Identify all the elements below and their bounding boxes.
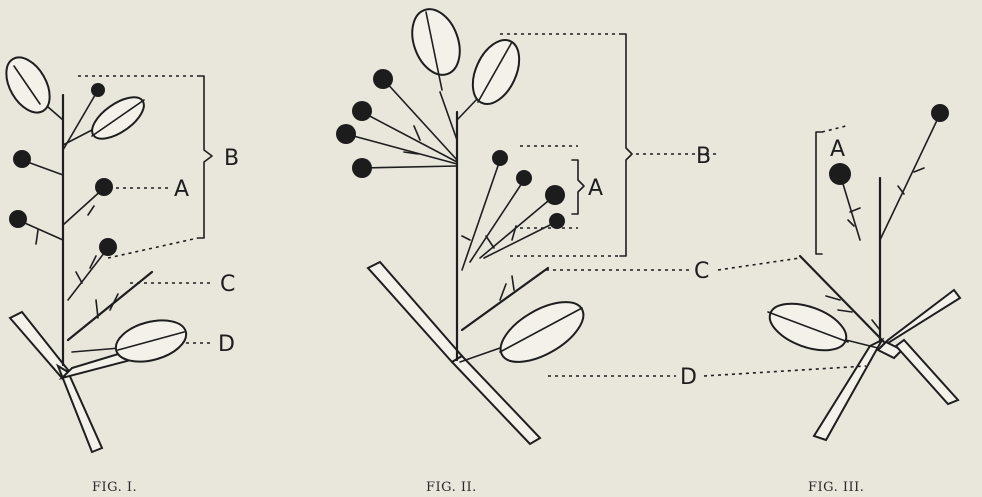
fig2-caption: FIG. II. xyxy=(426,480,477,495)
fig3-label-a: A xyxy=(830,137,845,162)
fig2-label-c: C xyxy=(694,259,709,284)
fig3-caption: FIG. III. xyxy=(808,480,864,495)
fig2-leaf-top-left xyxy=(404,3,469,82)
fig2-label-a: A xyxy=(588,176,603,201)
fig3-bracket-a xyxy=(816,132,822,254)
fig3-berry xyxy=(931,104,949,122)
fig2-bracket-b xyxy=(620,34,632,256)
fig1-berry xyxy=(95,178,113,196)
figure-2: A B C D FIG. II. xyxy=(336,3,716,495)
fig2-bracket-a xyxy=(572,160,584,214)
fig2-label-d: D xyxy=(680,365,697,390)
fig2-berry xyxy=(516,170,532,186)
fig2-berry xyxy=(373,69,393,89)
fig2-leaf-top-right xyxy=(464,33,529,112)
fig2-leaf-d xyxy=(491,290,593,374)
fig1-caption: FIG. I. xyxy=(92,480,137,495)
fig2-berry xyxy=(352,158,372,178)
fig2-berry xyxy=(352,101,372,121)
fig2-berry xyxy=(492,150,508,166)
fig1-berry xyxy=(99,238,117,256)
fig1-label-b: B xyxy=(224,146,239,171)
fig1-label-a: A xyxy=(174,177,189,202)
figure-3: A FIG. III. xyxy=(704,104,960,495)
fig2-berry xyxy=(336,124,356,144)
fig2-label-b: B xyxy=(696,144,711,169)
fig1-label-d: D xyxy=(218,332,235,357)
fig1-label-c: C xyxy=(220,272,235,297)
fig1-berry xyxy=(13,150,31,168)
fig1-berry xyxy=(91,83,105,97)
fig2-berry xyxy=(545,185,565,205)
figure-1: A B C D FIG. I. xyxy=(0,50,239,495)
fig3-berry xyxy=(829,163,851,185)
fig1-bracket-b xyxy=(198,76,212,238)
fig3-old-twig xyxy=(814,290,960,440)
fig2-berry xyxy=(549,213,565,229)
fig1-berry xyxy=(9,210,27,228)
